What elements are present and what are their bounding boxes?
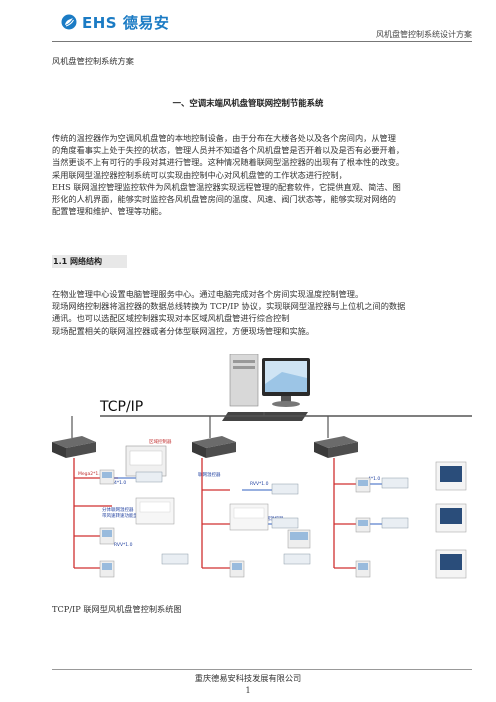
text-line: 采用联网型温控器控制系统可以实现由控制中心对风机盘管的工作状态进行控制， xyxy=(52,169,347,180)
svg-text:分体联网温控器: 分体联网温控器 xyxy=(102,506,134,513)
footer-company: 重庆德易安科技发展有限公司 xyxy=(194,673,302,683)
text-line: 配置管理和维护、管理等功能。 xyxy=(52,206,167,217)
svg-text:4*1.0: 4*1.0 xyxy=(114,480,126,486)
svg-text:RVV*1.0: RVV*1.0 xyxy=(250,481,269,487)
text-line: 传统的温控器作为空调风机盘管的本地控制设备，由于分布在大楼各处以及各个房间内，从… xyxy=(52,133,396,143)
header-divider xyxy=(52,41,472,42)
text-line: 现场配置相关的联网温控器或者分体型联网温控，方便现场管理和实施。 xyxy=(52,325,315,336)
text-line: EHS 联网温控管理监控软件为风机盘管温控器实现远程管理的配套软件，它提供直观、… xyxy=(52,181,401,192)
document-name: 风机盘管控制系统方案 xyxy=(52,56,134,66)
network-paragraph: 在物业管理中心设置电脑管理服务中心。通过电脑完成对各个房间实现温度控制管理。 现… xyxy=(52,288,475,337)
split-controllers xyxy=(135,497,311,549)
diagram-caption: TCP/IP 联网型风机盘管控制系统图 xyxy=(52,604,182,614)
ehs-logo-icon xyxy=(61,14,77,30)
section-title: 一、空调末端风机盘管联网控制节能系统 xyxy=(172,98,324,108)
page-header: EHS 德易安 风机盘管控制系统设计方案 xyxy=(0,0,496,44)
bus-wiring xyxy=(73,458,356,569)
computer-icon xyxy=(222,354,310,421)
network-controller-3 xyxy=(314,436,358,458)
text-line: 现场网络控制器将温控器的数据总线转换为 TCP/IP 协议，实现联网型温控器与上… xyxy=(52,301,406,312)
text-line: 形化的人机界面，能够实时监控各风机盘管房间的温度、风速、阀门状态等，能够实现对网… xyxy=(52,194,396,205)
subsection-title: 1.1 网络结构 xyxy=(52,255,127,268)
network-controller-2 xyxy=(192,436,236,458)
fan-coil-units xyxy=(135,471,409,565)
svg-text:带风速转速功能型RVV*1.0: 带风速转速功能型RVV*1.0 xyxy=(102,512,157,519)
page-number: 1 xyxy=(245,686,251,695)
svg-text:Mega2*1.0: Mega2*1.0 xyxy=(78,471,103,477)
company-logo-text: EHS 德易安 xyxy=(82,14,170,32)
tcpip-label: TCP/IP xyxy=(99,399,143,415)
svg-text:联网温控器: 联网温控器 xyxy=(198,471,221,478)
footer-divider xyxy=(52,669,472,670)
svg-text:4*1.0: 4*1.0 xyxy=(368,476,380,482)
svg-text:RVV*1.0: RVV*1.0 xyxy=(114,542,133,548)
svg-text:区域控制器: 区域控制器 xyxy=(149,438,172,445)
intro-paragraph: 传统的温控器作为空调风机盘管的本地控制设备，由于分布在大楼各处以及各个房间内，从… xyxy=(52,132,475,217)
network-diagram: TCP/IP 区域控制器 联网温控器 xyxy=(52,354,472,579)
text-line: 在物业管理中心设置电脑管理服务中心。通过电脑完成对各个房间实现温度控制管理。 xyxy=(52,289,364,299)
text-line: 当然更谈不上有可行的手段对其进行管理。这种情况随着联网型温控器的出现有了根本性的… xyxy=(52,157,405,168)
text-line: 通讯。也可以选配区域控制器实现对本区域风机盘管进行综合控制 xyxy=(52,313,290,324)
thermostats xyxy=(99,461,467,579)
network-controller-1 xyxy=(52,436,96,458)
header-doc-title: 风机盘管控制系统设计方案 xyxy=(376,30,472,39)
text-line: 的角度看事实上处于失控的状态，管理人员并不知道各个风机盘管是否开着以及是否有必要… xyxy=(52,145,405,156)
